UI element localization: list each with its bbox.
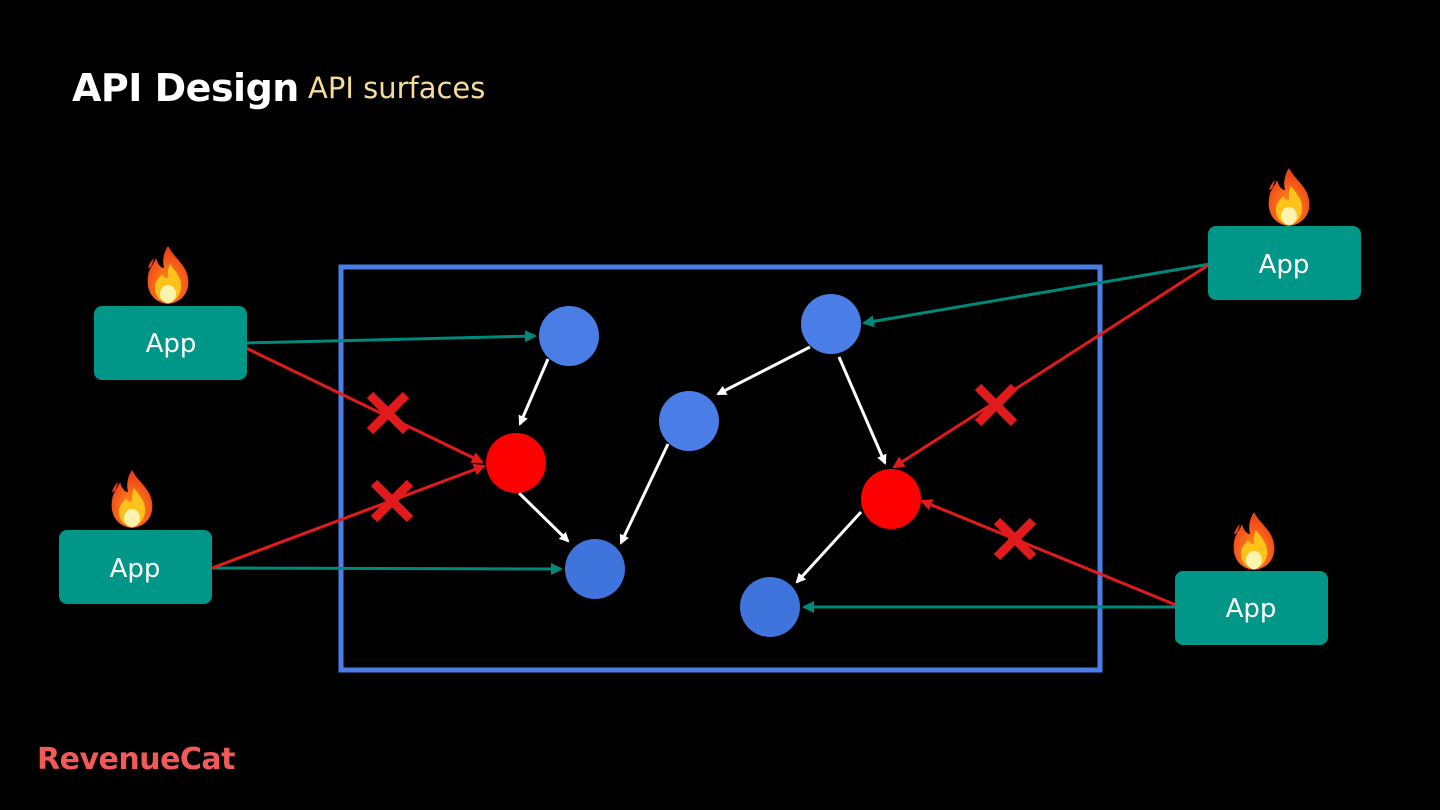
api-nodes (486, 294, 921, 637)
fire-icon (111, 470, 153, 528)
internal-edges (517, 345, 887, 584)
app-label: App (1259, 250, 1310, 280)
blocked-call-app4-to-internal-right (920, 499, 1177, 607)
app-label: App (1226, 594, 1277, 624)
blocked-calls (211, 262, 1211, 607)
blocked-call-app2-to-internal-left (211, 463, 486, 570)
slide-title: API Design (72, 66, 299, 110)
app-box (94, 306, 247, 380)
blocked-call-app1-to-internal-left (245, 346, 484, 464)
blocked-markers (366, 383, 1037, 561)
allowed-call-app1-to-node-a (245, 330, 537, 345)
edge-node-b-to-internal-right (837, 356, 887, 465)
cross-icon (974, 383, 1018, 427)
app-client-4: App (1175, 512, 1328, 645)
edge-node-b-to-node-c (716, 345, 811, 396)
allowed-call-app3-to-node-b (862, 262, 1211, 328)
cross-icon (366, 391, 410, 435)
edge-internal-right-to-node-e (795, 510, 863, 584)
internal-node-left (486, 433, 546, 493)
api-boundary (338, 264, 1103, 673)
cross-icon (993, 517, 1037, 561)
app-label: App (110, 554, 161, 584)
edge-node-a-to-internal-left (518, 358, 550, 426)
edge-internal-left-to-node-d (517, 491, 570, 543)
app-box (1208, 226, 1361, 300)
public-node-d (565, 539, 625, 599)
public-node-a (539, 306, 599, 366)
public-node-e (740, 577, 800, 637)
internal-node-right (861, 469, 921, 529)
public-node-b (801, 294, 861, 354)
allowed-calls (211, 262, 1211, 613)
edge-node-c-to-node-d (619, 443, 670, 545)
slide-subtitle: API surfaces (308, 71, 486, 105)
app-box (1175, 571, 1328, 645)
app-client-3: App (1208, 168, 1361, 300)
fire-icon (1268, 168, 1310, 226)
blocked-call-app3-to-internal-right (892, 262, 1211, 469)
public-node-c (659, 391, 719, 451)
fire-icon (147, 246, 189, 304)
fire-icon (1233, 512, 1275, 570)
app-client-1: App (94, 246, 247, 380)
app-client-2: App (59, 470, 212, 604)
app-box (59, 530, 212, 604)
revenuecat-logo: RevenueCat (37, 742, 236, 777)
app-label: App (146, 329, 197, 359)
cross-icon (370, 479, 414, 523)
allowed-call-app2-to-node-d (211, 562, 563, 575)
